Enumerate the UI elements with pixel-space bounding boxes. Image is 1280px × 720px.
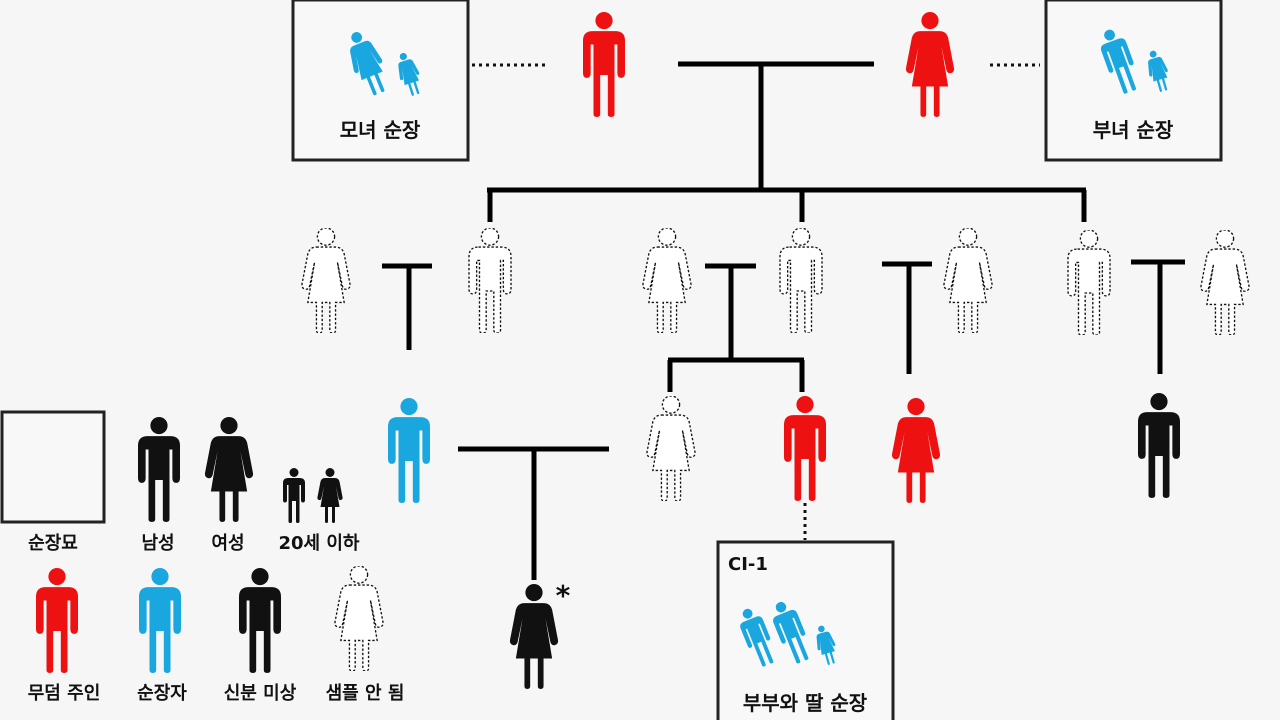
- burial-box-father-daughter: [1044, 0, 1223, 162]
- legend-label-sacrificed: 순장자: [137, 683, 187, 704]
- not-sampled-female-row-3: [646, 396, 696, 501]
- legend-label-male: 남성: [141, 533, 175, 554]
- label-mother-daughter-burial: 모녀 순장: [339, 118, 421, 142]
- unidentified-male-row-3: [1138, 393, 1180, 498]
- label-grave-id: CI-1: [728, 554, 768, 575]
- dotted-links: [472, 63, 1040, 540]
- asterisk-mark: *: [555, 579, 571, 612]
- label-father-daughter-burial: 부녀 순장: [1092, 118, 1174, 142]
- not-sampled-row-2: [301, 228, 1250, 335]
- legend-label-unidentified: 신분 미상: [223, 683, 297, 704]
- sacrificed-male: [388, 398, 430, 503]
- label-couple-daughter-burial: 부부와 딸 순장: [742, 691, 868, 715]
- legend-label-under-20: 20세 이하: [278, 533, 360, 554]
- tomb-owner-female-top: [905, 12, 955, 117]
- legend-label-not-sampled: 샘플 안 됨: [325, 683, 405, 704]
- tomb-owner-male-top: [583, 12, 625, 117]
- burial-box-mother-daughter: [291, 0, 470, 162]
- pedigree-lines: [382, 61, 1185, 580]
- legend-label-tomb-owner: 무덤 주인: [27, 683, 101, 704]
- burial-box-couple-daughter: [716, 540, 895, 720]
- legend-burial-box: [0, 410, 106, 524]
- unidentified-female-row-4: [509, 584, 559, 689]
- legend-label-burial-grave: 순장묘: [28, 533, 78, 554]
- tomb-owner-male-row-3: [784, 396, 826, 501]
- legend-label-female: 여성: [211, 533, 245, 554]
- tomb-owner-female-row-3: [891, 398, 941, 503]
